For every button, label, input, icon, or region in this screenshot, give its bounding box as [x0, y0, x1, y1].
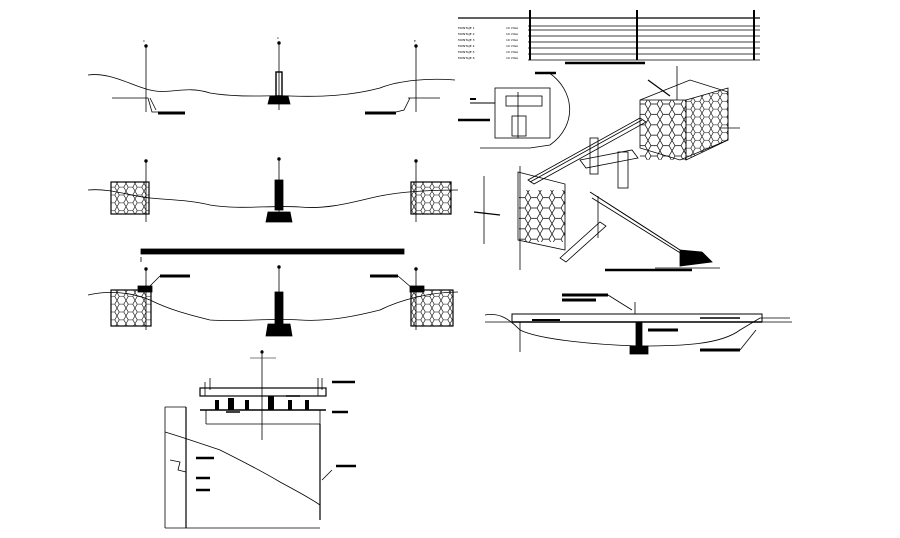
section-1-terrain-profile — [87, 41, 456, 115]
montaje-value-5: 10 VIGA — [506, 50, 519, 54]
montaje-label-2: MONTAJE 2 — [458, 32, 475, 36]
isometric-bridge-detail — [458, 66, 740, 272]
montaje-label-1: MONTAJE 1 — [458, 26, 475, 30]
axis-marker-labels: C C E — [143, 36, 416, 43]
axis-marker-center: C — [277, 36, 279, 40]
montaje-label-4: MONTAJE 4 — [458, 44, 475, 48]
section-3-gabion-profile — [87, 265, 459, 337]
montaje-labels: MONTAJE 1 MONTAJE 2 MONTAJE 3 MONTAJE 4 … — [458, 26, 519, 60]
montaje-value-1: 10 VIGA — [506, 26, 519, 30]
montaje-value-2: 10 VIGA — [506, 32, 519, 36]
montaje-label-5: MONTAJE 5 — [458, 50, 475, 54]
section-2-gabion-profile — [87, 157, 459, 223]
montaje-assembly-table — [458, 10, 760, 65]
section-title-bar — [140, 248, 405, 255]
montaje-label-3: MONTAJE 3 — [458, 38, 475, 42]
axis-marker-right: E — [414, 39, 416, 43]
montaje-value-6: 10 VIGA — [506, 56, 519, 60]
axis-marker-left: C — [143, 39, 145, 43]
montaje-label-6: MONTAJE 6 — [458, 56, 475, 60]
bridge-elevation-view — [484, 293, 792, 355]
section-4-abutment-detail — [164, 350, 356, 529]
montaje-value-3: 10 VIGA — [506, 38, 519, 42]
montaje-value-4: 10 VIGA — [506, 44, 519, 48]
